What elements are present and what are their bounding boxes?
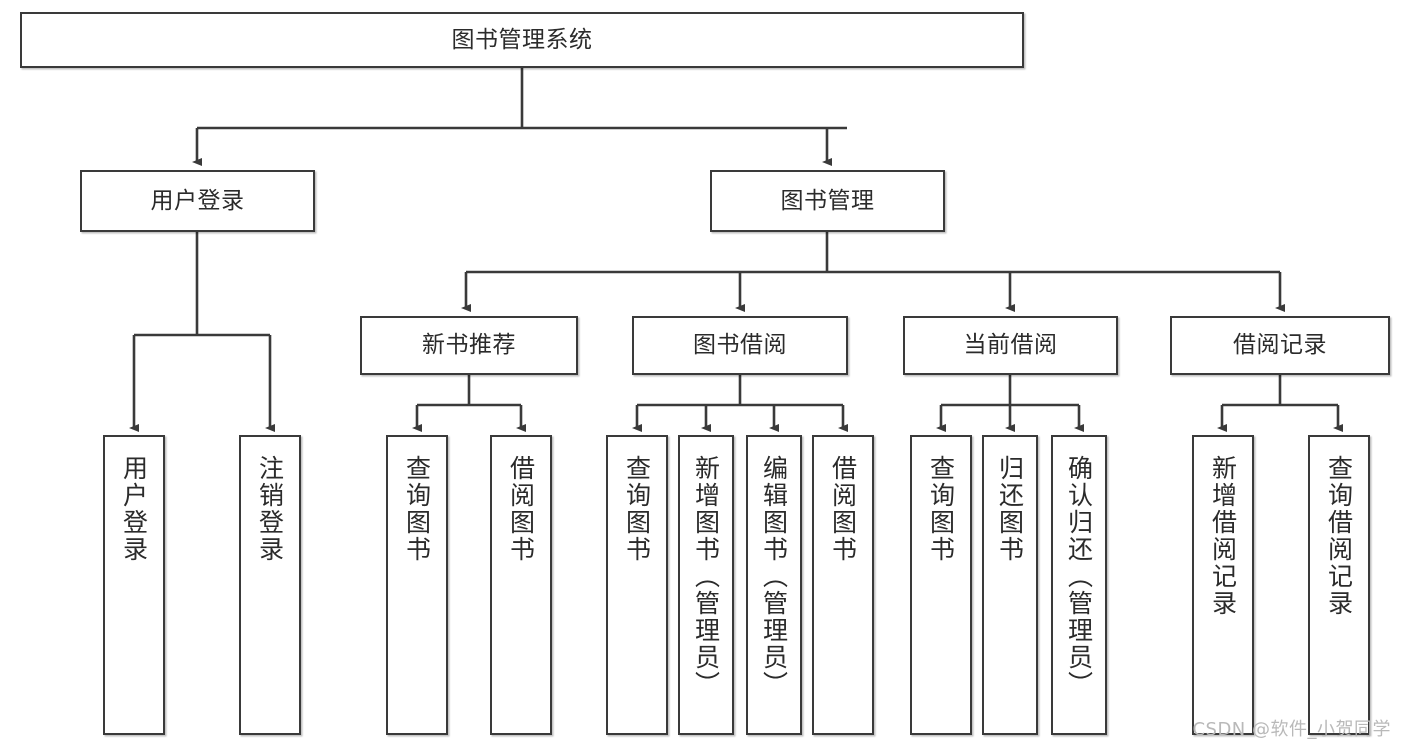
node-label: 借阅记录	[1233, 332, 1327, 359]
node-label: 归还图书	[995, 455, 1025, 563]
node-label: 查询图书	[622, 455, 652, 563]
node-new-book-recommend[interactable]: 新书推荐	[360, 316, 578, 375]
node-label: 用户登录	[150, 187, 245, 214]
leaf-current-borrow-return-book[interactable]: 归还图书	[982, 435, 1038, 735]
node-book-management[interactable]: 图书管理	[710, 170, 945, 232]
leaf-new-book-query-book[interactable]: 查询图书	[386, 435, 448, 735]
node-label: 新增借阅记录	[1208, 455, 1238, 617]
node-label: 新书推荐	[422, 332, 516, 359]
node-label: 图书借阅	[693, 332, 787, 359]
leaf-new-book-borrow-book[interactable]: 借阅图书	[490, 435, 552, 735]
node-label: 用户登录	[119, 455, 149, 563]
node-borrow-record[interactable]: 借阅记录	[1170, 316, 1390, 375]
leaf-current-borrow-query-book[interactable]: 查询图书	[910, 435, 972, 735]
node-current-borrow[interactable]: 当前借阅	[903, 316, 1118, 375]
node-label: 注销登录	[255, 455, 285, 563]
watermark-text: CSDN @软件_小贺同学	[1192, 719, 1391, 740]
node-label: 图书管理系统	[451, 26, 593, 53]
leaf-borrow-record-query-record[interactable]: 查询借阅记录	[1308, 435, 1370, 735]
node-label: 图书管理	[780, 187, 875, 214]
node-label: 新增图书（管理员）	[691, 455, 721, 698]
node-label: 当前借阅	[963, 332, 1058, 359]
leaf-book-borrow-borrow-book[interactable]: 借阅图书	[812, 435, 874, 735]
leaf-book-borrow-add-book-admin[interactable]: 新增图书（管理员）	[678, 435, 734, 735]
node-book-borrow[interactable]: 图书借阅	[632, 316, 848, 375]
node-label: 借阅图书	[506, 455, 536, 563]
node-root-book-management-system[interactable]: 图书管理系统	[20, 12, 1024, 68]
leaf-user-login-logout[interactable]: 注销登录	[239, 435, 301, 735]
leaf-book-borrow-edit-book-admin[interactable]: 编辑图书（管理员）	[746, 435, 802, 735]
node-label: 借阅图书	[828, 455, 858, 563]
leaf-current-borrow-confirm-return-admin[interactable]: 确认归还（管理员）	[1051, 435, 1107, 735]
leaf-user-login-login[interactable]: 用户登录	[103, 435, 165, 735]
node-label: 编辑图书（管理员）	[759, 455, 789, 698]
node-label: 确认归还（管理员）	[1064, 455, 1094, 698]
node-user-login[interactable]: 用户登录	[80, 170, 315, 232]
node-label: 查询借阅记录	[1324, 455, 1354, 617]
leaf-book-borrow-query-book[interactable]: 查询图书	[606, 435, 668, 735]
node-label: 查询图书	[926, 455, 956, 563]
node-label: 查询图书	[402, 455, 432, 563]
leaf-borrow-record-add-record[interactable]: 新增借阅记录	[1192, 435, 1254, 735]
